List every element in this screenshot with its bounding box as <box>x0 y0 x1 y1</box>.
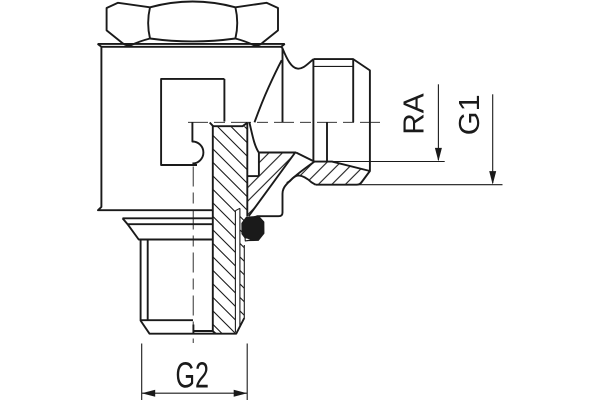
svg-text:G1: G1 <box>454 94 486 135</box>
svg-text:G2: G2 <box>176 354 210 395</box>
svg-text:RA: RA <box>399 93 431 135</box>
